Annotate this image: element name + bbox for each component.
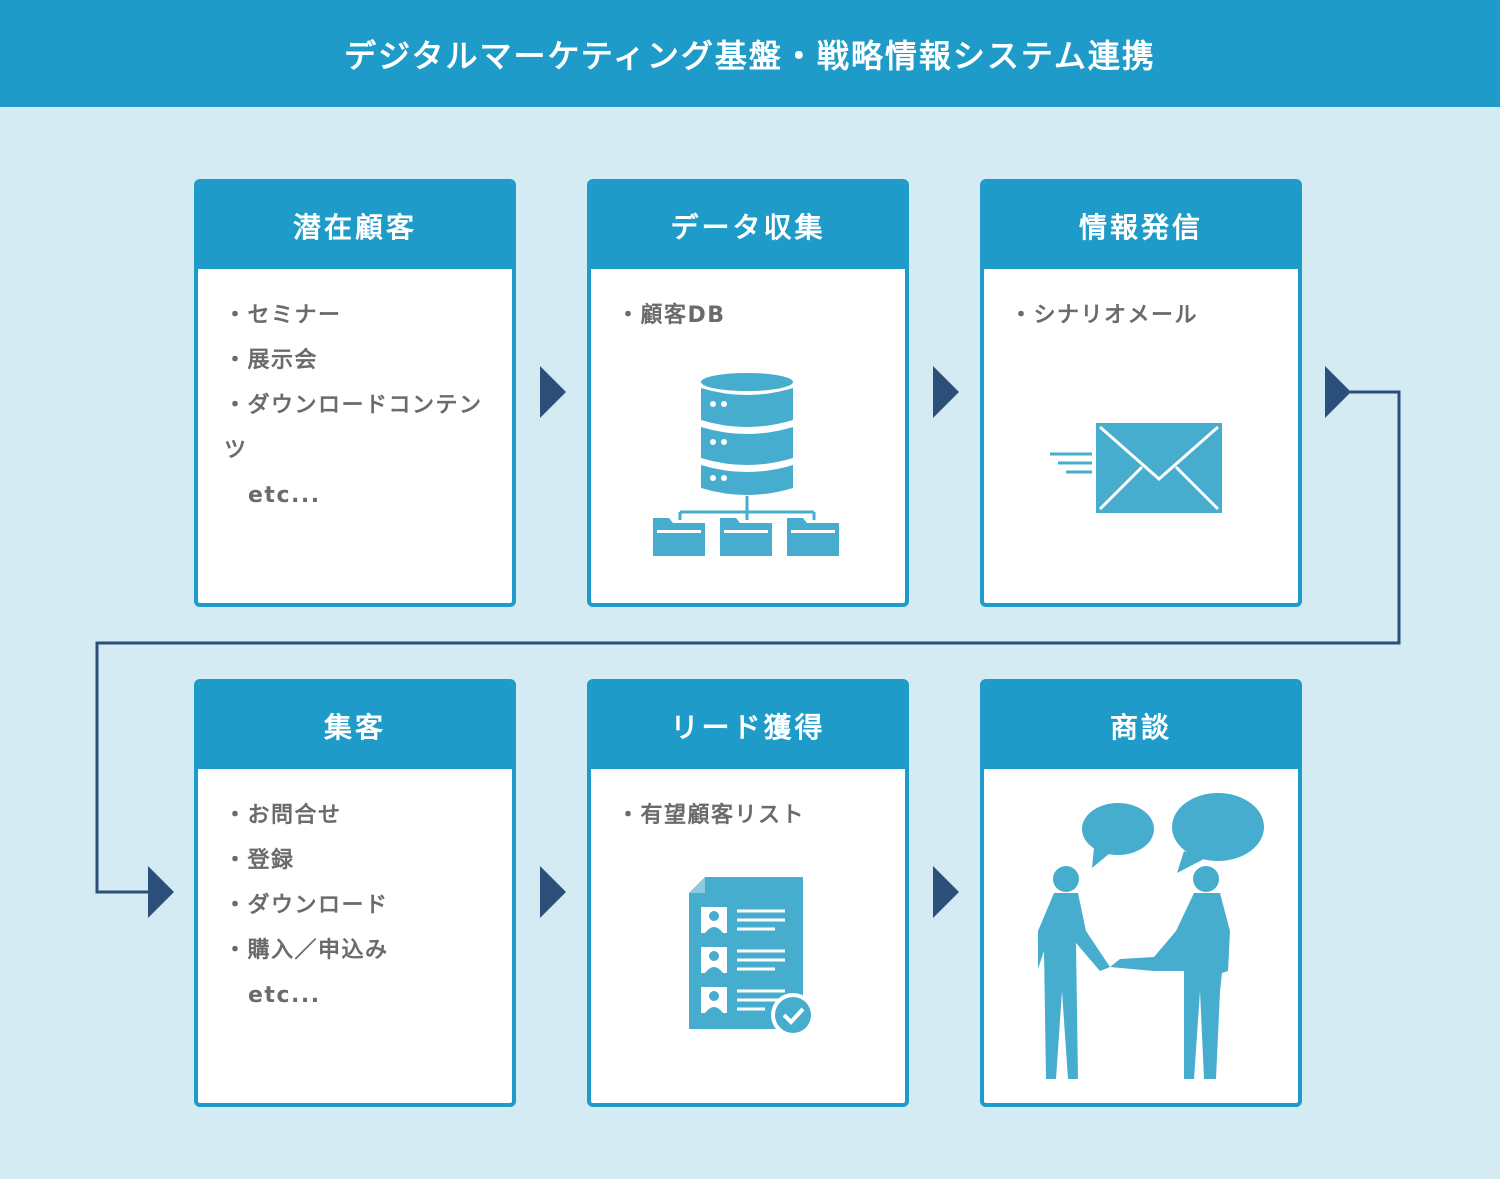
arrow-1-2 bbox=[540, 366, 566, 418]
list-item: 購入／申込み bbox=[224, 928, 486, 973]
step-title: データ収集 bbox=[591, 183, 905, 269]
list-item: ダウンロード bbox=[224, 883, 486, 928]
list-item: シナリオメール bbox=[1010, 293, 1272, 338]
arrow-4-5 bbox=[540, 866, 566, 918]
step-title: 集客 bbox=[198, 683, 512, 769]
step-card-information-delivery: 情報発信 シナリオメール bbox=[980, 179, 1302, 607]
arrow-5-6 bbox=[933, 866, 959, 918]
list-item: 展示会 bbox=[224, 338, 486, 383]
step-title: 商談 bbox=[984, 683, 1298, 769]
list-item-etc: etc... bbox=[248, 983, 321, 1008]
step-items: セミナー 展示会 ダウンロードコンテンツ etc... bbox=[198, 269, 512, 518]
customer-list-icon bbox=[689, 877, 815, 1037]
handshake-icon bbox=[1038, 793, 1264, 1079]
list-item: セミナー bbox=[224, 293, 486, 338]
step-card-potential-customers: 潜在顧客 セミナー 展示会 ダウンロードコンテンツ etc... bbox=[194, 179, 516, 607]
step-card-negotiation: 商談 bbox=[980, 679, 1302, 1107]
list-item-etc: etc... bbox=[248, 483, 321, 508]
step-items: 顧客DB bbox=[591, 269, 905, 338]
step-title: リード獲得 bbox=[591, 683, 905, 769]
step-card-lead-acquisition: リード獲得 有望顧客リスト bbox=[587, 679, 909, 1107]
step-title: 潜在顧客 bbox=[198, 183, 512, 269]
step-card-attract-customers: 集客 お問合せ 登録 ダウンロード 購入／申込み etc... bbox=[194, 679, 516, 1107]
list-item: 有望顧客リスト bbox=[617, 793, 879, 838]
database-icon bbox=[653, 373, 839, 556]
diagram-title: デジタルマーケティング基盤・戦略情報システム連携 bbox=[0, 0, 1500, 107]
mail-icon bbox=[1050, 423, 1222, 513]
step-items: 有望顧客リスト bbox=[591, 769, 905, 838]
list-item: ダウンロードコンテンツ bbox=[224, 383, 486, 473]
step-items: お問合せ 登録 ダウンロード 購入／申込み etc... bbox=[198, 769, 512, 1018]
arrow-3-4 bbox=[1325, 366, 1351, 418]
connector-line bbox=[95, 390, 1401, 894]
step-card-data-collection: データ収集 顧客DB bbox=[587, 179, 909, 607]
step-items: シナリオメール bbox=[984, 269, 1298, 338]
arrow-into-4 bbox=[148, 866, 174, 918]
arrow-2-3 bbox=[933, 366, 959, 418]
list-item: 登録 bbox=[224, 838, 486, 883]
step-title: 情報発信 bbox=[984, 183, 1298, 269]
list-item: お問合せ bbox=[224, 793, 486, 838]
list-item: 顧客DB bbox=[617, 293, 879, 338]
